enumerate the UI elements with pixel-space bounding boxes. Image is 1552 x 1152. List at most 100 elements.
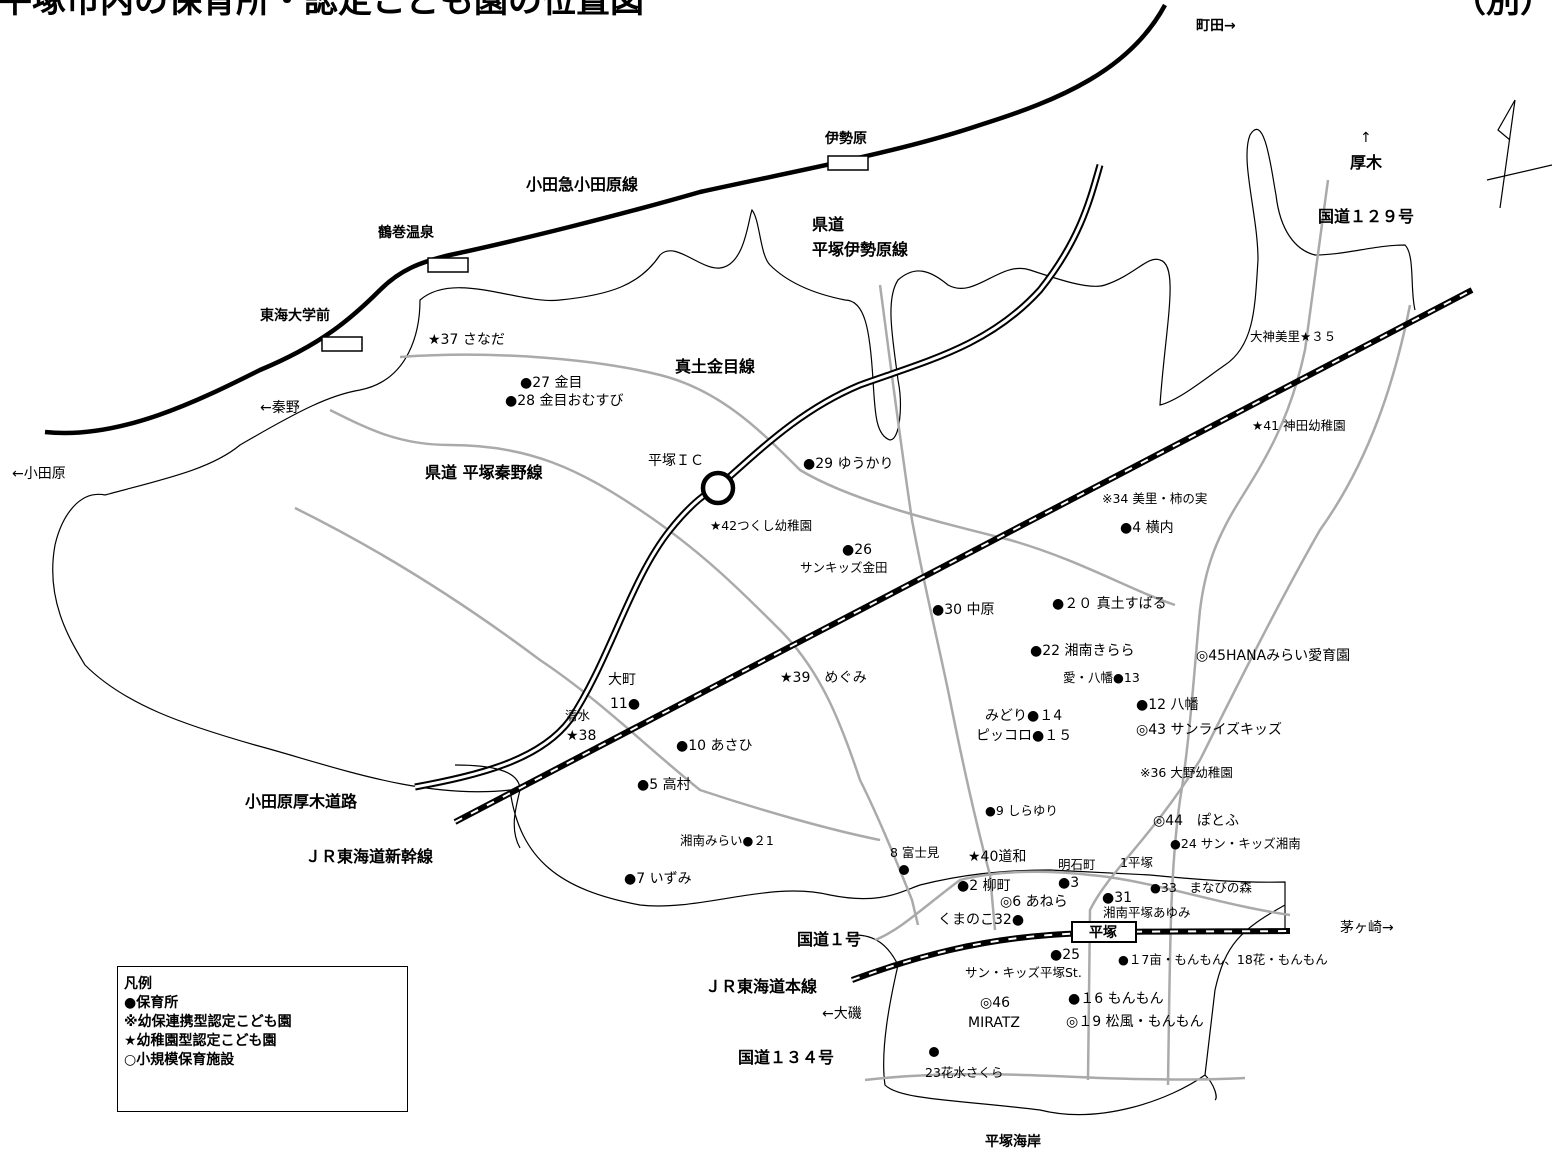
facility-label: ★40道和 (968, 849, 1026, 865)
facility-label: 清水 (565, 708, 591, 723)
facility-label: 湘南平塚あゆみ (1103, 905, 1191, 920)
label-station-hiratsuka: 平塚 (1089, 925, 1117, 941)
facility-label: ●１7亩・もんもん、18花・もんもん (1118, 952, 1328, 967)
facility-label: ●26 (842, 542, 872, 558)
label-station-isehara: 伊勢原 (824, 130, 867, 147)
label-shinkansen: ＪＲ東海道新幹線 (305, 847, 433, 866)
facility-label: ◎１9 松風・もんもん (1066, 1014, 1204, 1030)
facility-label: ●2 柳町 (957, 877, 1011, 894)
facility-label: ●１6 もんもん (1068, 991, 1164, 1007)
facility-label: ★38 (566, 728, 596, 744)
label-odawara: ←小田原 (12, 466, 66, 482)
city-boundary (52, 493, 1286, 1116)
facility-label: ※36 大野幼稚園 (1140, 765, 1233, 780)
facility-label: ◎6 あねら (1000, 894, 1068, 910)
station-tsurumaki-marker (427, 257, 469, 273)
facility-label: ●33 まなびの森 (1150, 880, 1252, 895)
matsuchi-kaneme-road (399, 353, 1176, 607)
route129-road (1166, 179, 1330, 1086)
facility-label: 11● (610, 696, 640, 712)
legend-item-nursery: ●保育所 (124, 995, 179, 1011)
facility-label: 大町 (608, 672, 636, 688)
facility-dot (899, 865, 909, 875)
facility-label: ※34 美里・柿の実 (1102, 491, 1207, 506)
hiratsuka-hadano-road (329, 408, 920, 926)
facility-label: 湘南みらい●２1 (680, 833, 774, 848)
label-station-tsurumaki: 鶴巻温泉 (378, 224, 435, 241)
facility-label: ●9 しらゆり (985, 803, 1058, 818)
facility-label: ピッコロ●１５ (976, 728, 1072, 744)
label-route134: 国道１３４号 (738, 1048, 834, 1067)
facility-label: ●29 ゆうかり (803, 456, 893, 472)
facility-label: ●12 八幡 (1136, 697, 1198, 713)
station-tokai-marker (321, 336, 363, 352)
facility-label: ★39 めぐみ (780, 670, 867, 686)
facility-label: ●3 (1058, 875, 1079, 891)
facility-label: ●28 金目おむすび (505, 393, 623, 409)
label-hiratsuka-coast: 平塚海岸 (985, 1133, 1041, 1150)
kendo-hiratsuka-isehara-road (878, 284, 997, 931)
facility-label: ◎45HANAみらい愛育園 (1196, 648, 1350, 664)
route134-road (864, 1072, 1246, 1082)
facility-label: MIRATZ (968, 1015, 1020, 1031)
label-matsuchi-kaneme: 真土金目線 (675, 357, 755, 376)
facility-label: ◎46 (980, 995, 1010, 1011)
facility-label: ●4 横内 (1120, 520, 1174, 536)
facility-label: 8 富士見 (890, 845, 940, 860)
facility-label: ●25 (1050, 947, 1080, 963)
label-kendo-1: 県道 (812, 215, 844, 234)
facility-label: 明石町 (1058, 857, 1096, 872)
facility-label: 愛・八幡●13 (1063, 670, 1140, 685)
label-oiso: ←大磯 (822, 1006, 862, 1022)
facility-dot (929, 1047, 939, 1057)
facility-label: ●10 あさひ (676, 738, 752, 754)
label-odawara-atsugi: 小田原厚木道路 (245, 792, 358, 811)
label-station-tokai: 東海大学前 (260, 307, 330, 324)
map-title: 平塚市内の保育所・認定こども園の位置図 (0, 0, 644, 21)
facility-label: ★42つくし幼稚園 (710, 518, 812, 533)
facility-label: ●27 金目 (520, 375, 582, 391)
route1-road (874, 870, 1291, 942)
facility-label: ●２０ 真土すばる (1052, 596, 1167, 612)
label-hadano: ←秦野 (260, 400, 300, 416)
road-east (1086, 304, 1412, 1081)
facility-label: ●31 (1102, 890, 1132, 906)
label-route129: 国道１２９号 (1318, 207, 1414, 226)
facility-label: 1平塚 (1120, 855, 1153, 870)
roads-secondary (294, 179, 1412, 1086)
facility-label: ◎44 ぽとふ (1153, 813, 1239, 829)
north-arrow-icon (1486, 99, 1552, 209)
label-tokaido: ＪＲ東海道本線 (705, 977, 817, 996)
label-route1: 国道１号 (797, 930, 861, 949)
facility-label: ◎43 サンライズキッズ (1136, 722, 1282, 738)
facility-label: ★37 さなだ (428, 332, 505, 348)
facility-label: ●5 高村 (637, 776, 691, 793)
facility-label: ●24 サン・キッズ湘南 (1170, 836, 1301, 851)
facility-label: 大神美里★３５ (1250, 329, 1336, 344)
hiratsuka-ic-marker (700, 470, 736, 506)
legend-item-integrated: ※幼保連携型認定こども園 (124, 1014, 292, 1030)
facility-label: ●30 中原 (932, 602, 994, 618)
label-atsugi-arrow: ↑ (1360, 130, 1372, 146)
label-odakyu: 小田急小田原線 (526, 175, 638, 194)
label-hiratsuka-ic: 平塚ＩＣ (648, 453, 704, 469)
label-kendo-2: 平塚伊勢原線 (812, 240, 908, 259)
legend-item-small: ○小規模保育施設 (124, 1052, 235, 1068)
facility-label: サンキッズ金田 (800, 560, 888, 575)
label-chigasaki: 茅ヶ崎→ (1340, 920, 1394, 936)
facility-label: みどり●１4 (985, 708, 1062, 724)
station-isehara-marker (827, 155, 869, 171)
shinkansen-line-dashes (454, 289, 1473, 823)
corner-text: （別） (1452, 0, 1552, 21)
label-atsugi: 厚木 (1350, 153, 1383, 172)
facility-label: ★41 神田幼稚園 (1252, 418, 1346, 433)
label-machida: 町田→ (1196, 18, 1236, 34)
legend-item-kindergarten: ★幼稚園型認定こども園 (124, 1033, 277, 1049)
label-hiratsuka-hadano: 県道 平塚秦野線 (425, 463, 543, 482)
tokaido-line-dashes (851, 930, 1291, 981)
station-hiratsuka-marker (1071, 921, 1137, 943)
legend: 凡例 ●保育所 ※幼保連携型認定こども園 ★幼稚園型認定こども園 ○小規模保育施… (117, 966, 408, 1112)
legend-title: 凡例 (124, 976, 152, 992)
road-west (294, 506, 881, 842)
